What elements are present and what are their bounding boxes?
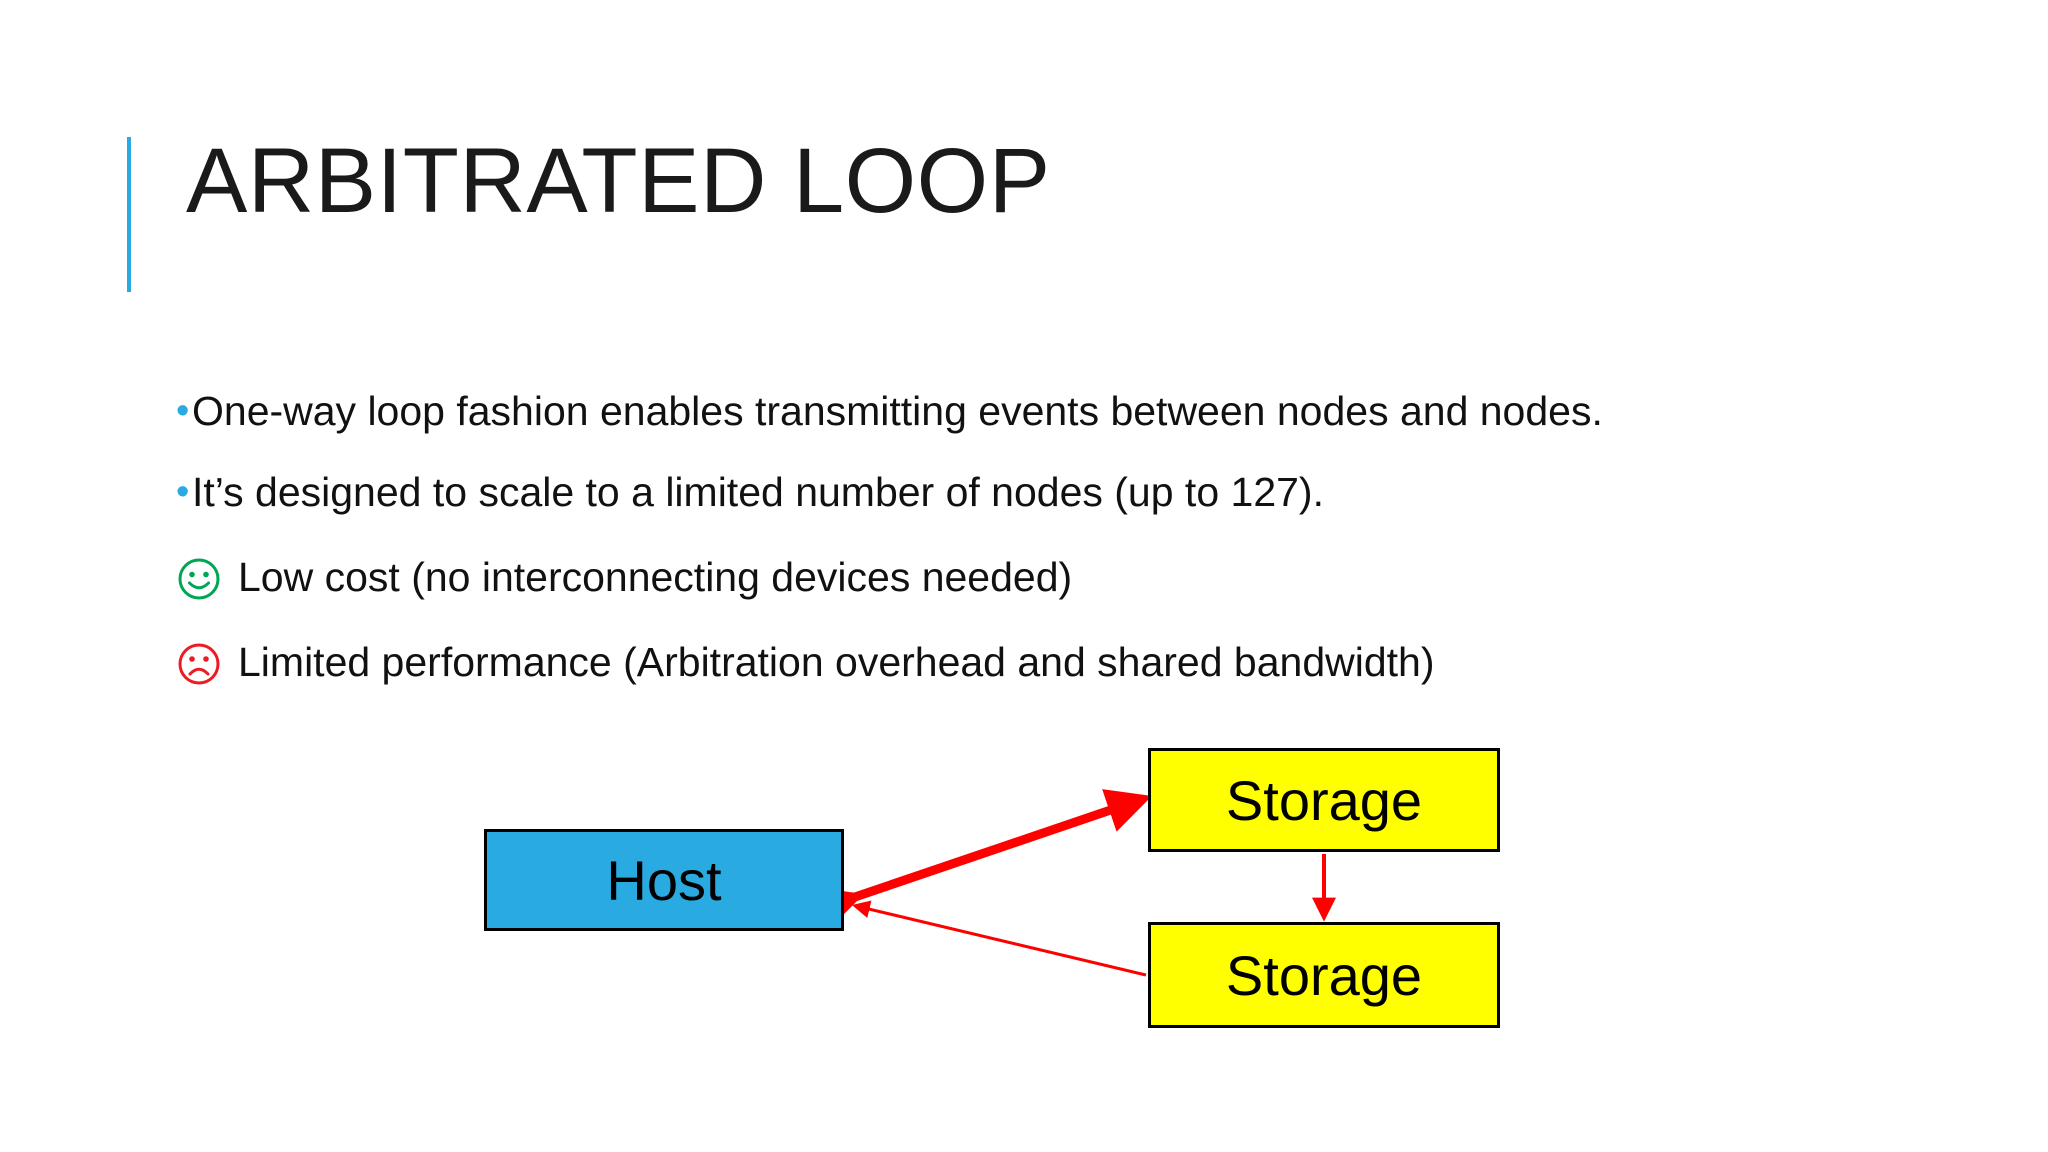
node-label: Storage [1225, 943, 1423, 1007]
list-item: Low cost (no interconnecting devices nee… [176, 551, 1696, 604]
bullet-text: One-way loop fashion enables transmittin… [192, 388, 1603, 434]
diagram-node-storage-2[interactable]: Storage [1148, 922, 1500, 1028]
node-label: Storage [1225, 768, 1423, 832]
bullet-list: • One-way loop fashion enables transmitt… [176, 385, 1696, 721]
list-item: • One-way loop fashion enables transmitt… [176, 385, 1696, 438]
smiley-face-icon [176, 556, 222, 602]
list-item: • It’s designed to scale to a limited nu… [176, 466, 1696, 519]
connector-host-storage1 [814, 789, 1152, 930]
diagram-node-host[interactable]: Host [484, 829, 844, 931]
list-item: Limited performance (Arbitration overhea… [176, 636, 1696, 689]
bullet-text: It’s designed to scale to a limited numb… [192, 469, 1324, 515]
bullet-dot-icon: • [176, 390, 190, 432]
node-label: Host [606, 848, 722, 912]
bullet-dot-icon: • [176, 471, 190, 513]
page-title: Arbitrated Loop [186, 130, 1051, 232]
title-accent-bar [127, 137, 131, 292]
bullet-text: Limited performance (Arbitration overhea… [238, 639, 1435, 685]
connector-storage2-host [851, 900, 1147, 977]
frowning-face-icon [176, 641, 222, 687]
bullet-text: Low cost (no interconnecting devices nee… [238, 554, 1073, 600]
diagram-node-storage-1[interactable]: Storage [1148, 748, 1500, 852]
